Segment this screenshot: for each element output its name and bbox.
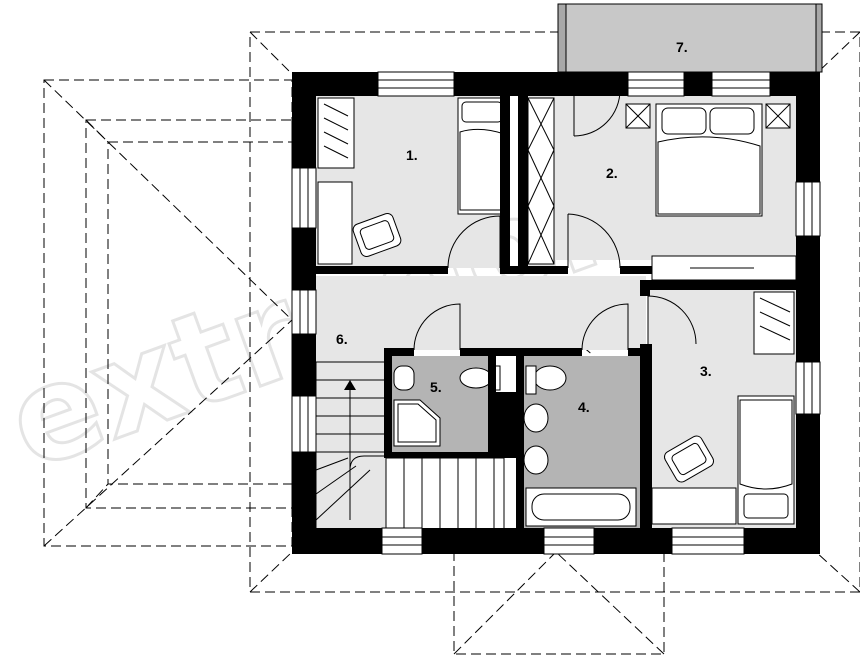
doors [413,89,697,351]
room-label-5: 5. [430,379,442,395]
windows [291,71,821,555]
furniture [317,97,797,527]
balcony [557,3,823,73]
room-label-1: 1. [406,147,418,163]
walls [292,72,820,554]
room-label-3: 3. [700,363,712,379]
room-labels: 1. 2. 3. 4. 5. 6. 7. [336,39,712,415]
room-label-7: 7. [676,39,688,55]
room-label-2: 2. [606,165,618,181]
room-label-6: 6. [336,331,348,347]
room-label-4: 4. [578,399,590,415]
